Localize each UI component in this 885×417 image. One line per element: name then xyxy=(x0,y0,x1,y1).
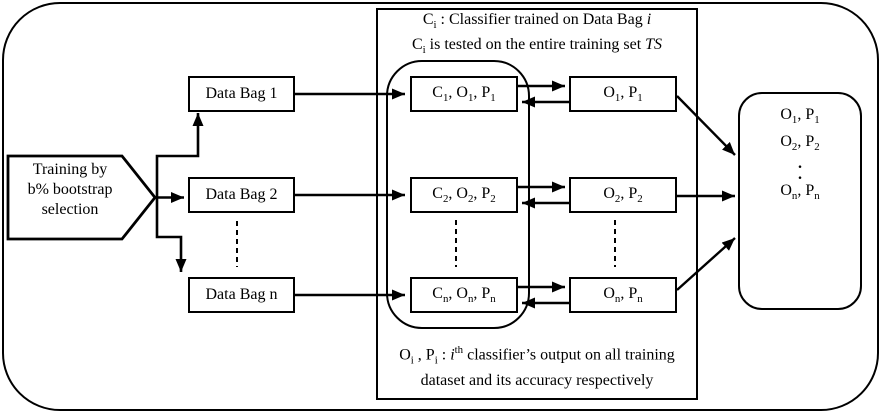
classifier-box-2-label: C2, O2, P2 xyxy=(432,184,496,206)
figure-outer-border xyxy=(2,2,879,411)
output-box-1: O1, P1 xyxy=(569,76,677,112)
classifier-box-2: C2, O2, P2 xyxy=(410,177,518,213)
output-box-n-label: On, Pn xyxy=(603,284,643,306)
training-selector-shape xyxy=(6,154,157,241)
output-to-aggregate-arrows xyxy=(676,95,736,291)
aggregate-output-box: O1, P1 O2, P2 . . On, Pn xyxy=(738,92,862,310)
data-bag-n-box: Data Bag n xyxy=(188,277,295,313)
training-selector-line3: selection xyxy=(41,201,99,218)
branch-to-bagn-arrow xyxy=(155,197,187,272)
output-box-2-label: O2, P2 xyxy=(603,184,643,206)
branch-to-bag1-arrow xyxy=(155,113,204,198)
classifier-note-line1: Ci : Classifier trained on Data Bag i xyxy=(422,11,652,32)
output-box-n: On, Pn xyxy=(569,277,677,313)
output-note-line1: Oi , Pi : ith classifier’s output on all… xyxy=(399,344,675,367)
aggregate-line-2: O2, P2 xyxy=(780,133,820,154)
training-selector-line1: Training by xyxy=(32,161,108,178)
on-to-aggregate-arrow xyxy=(676,237,736,291)
output-note: Oi , Pi : ith classifier’s output on all… xyxy=(376,341,698,390)
bootstrap-branch-arrows xyxy=(155,113,204,272)
data-bag-1-box: Data Bag 1 xyxy=(188,76,295,112)
classifier-box-n-label: Cn, On, Pn xyxy=(432,284,496,306)
classifier-box-n: Cn, On, Pn xyxy=(410,277,518,313)
aggregate-line-1: O1, P1 xyxy=(780,106,820,127)
training-selector-line2: b% bootstrap xyxy=(27,181,113,198)
aggregate-ellipsis-dot-2: . xyxy=(798,166,802,184)
output-box-1-label: O1, P1 xyxy=(603,83,643,105)
classifier-box-1-label: C1, O1, P1 xyxy=(432,83,496,105)
classifier-panel-border xyxy=(376,8,698,400)
classifier-note-line2: Ci is tested on the entire training set … xyxy=(411,36,663,57)
data-bag-n-label: Data Bag n xyxy=(205,286,278,303)
data-bag-1-label: Data Bag 1 xyxy=(205,85,278,102)
classifier-note: Ci : Classifier trained on Data Bag i Ci… xyxy=(376,10,698,60)
aggregate-line-n: On, Pn xyxy=(780,182,820,203)
data-bag-2-label: Data Bag 2 xyxy=(205,186,278,203)
o1-to-aggregate-arrow xyxy=(676,95,736,156)
data-bag-2-box: Data Bag 2 xyxy=(188,177,295,213)
output-note-line2: dataset and its accuracy respectively xyxy=(420,371,654,389)
classifier-output-arrows xyxy=(517,80,569,309)
aggregate-ellipsis-dot-1: . xyxy=(798,155,802,173)
classifier-box-1: C1, O1, P1 xyxy=(410,76,518,112)
ellipsis-dashes xyxy=(236,220,616,267)
training-selector-label: Training by b% bootstrap selection xyxy=(8,160,132,220)
output-box-2: O2, P2 xyxy=(569,177,677,213)
bag-to-classifier-arrows xyxy=(295,88,405,301)
